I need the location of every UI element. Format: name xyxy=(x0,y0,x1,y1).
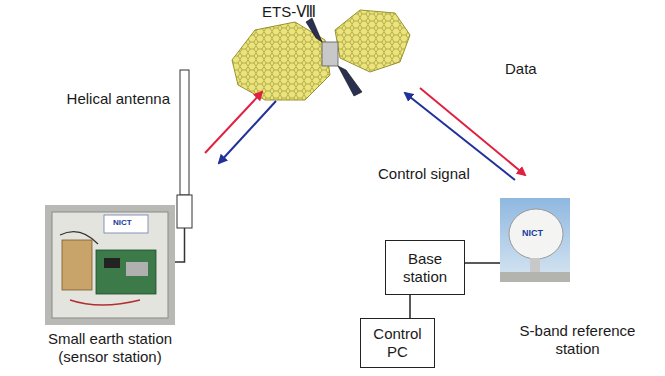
data-arrow xyxy=(420,88,525,175)
satellite xyxy=(232,10,410,100)
sensor-station-photo xyxy=(45,205,175,325)
dish-photo xyxy=(500,198,570,282)
downlink-arrow xyxy=(219,101,276,163)
connector-line xyxy=(409,295,411,318)
annotation-label: Data xyxy=(505,60,537,78)
uplink-arrow xyxy=(205,92,262,153)
process-box: Control PC xyxy=(360,318,435,368)
annotation-label: S-band reference station xyxy=(505,322,650,358)
logo-text: NICT xyxy=(522,228,543,239)
box-text: Base station xyxy=(386,250,464,286)
logo-text: NICT xyxy=(112,218,133,228)
process-box: Base station xyxy=(385,240,465,295)
annotation-label: ETS-Ⅷ xyxy=(262,3,316,21)
annotation-label: Control signal xyxy=(378,165,470,183)
box-text: Control PC xyxy=(361,325,434,361)
annotation-label: Helical antenna xyxy=(55,90,170,108)
cable-line xyxy=(465,262,500,264)
annotation-label: Small earth station (sensor station) xyxy=(30,330,190,366)
